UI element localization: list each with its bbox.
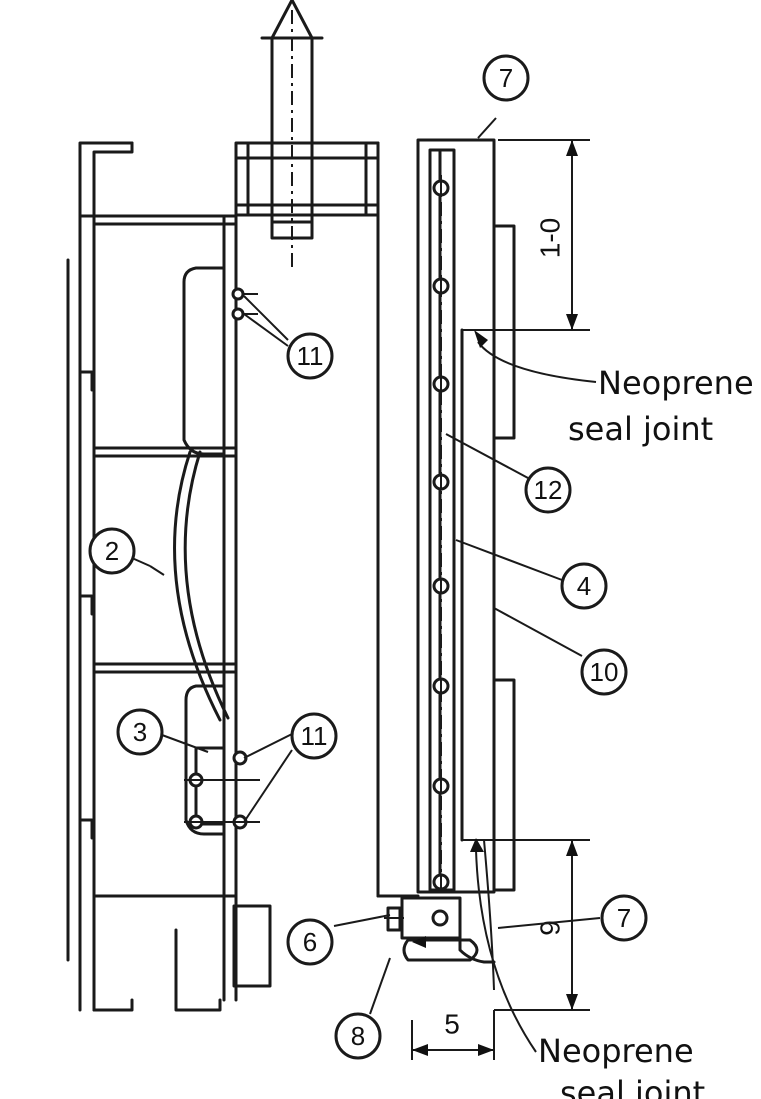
callout-3: 3	[116, 708, 164, 756]
callout-12: 12	[524, 466, 572, 514]
dimension-top-label: 1-0	[535, 218, 566, 258]
bolt	[432, 473, 450, 491]
callout-10-label: 10	[590, 657, 619, 687]
callout-7-top-label: 7	[499, 63, 513, 93]
callout-7-bottom-label: 7	[617, 903, 631, 933]
top-housing	[234, 141, 380, 217]
bolt	[432, 873, 450, 891]
bolt	[432, 777, 450, 795]
callout-7-bottom: 7	[600, 894, 648, 942]
bolt	[432, 577, 450, 595]
callout-8-label: 8	[351, 1021, 365, 1051]
callout-7-top: 7	[482, 54, 530, 102]
bolt	[432, 677, 450, 695]
upper-bracket	[182, 266, 258, 456]
callout-2-label: 2	[105, 536, 119, 566]
callout-10: 10	[580, 648, 628, 696]
web-plate	[222, 214, 238, 1002]
callout-11-top: 11	[286, 332, 334, 380]
seal-bolts	[432, 179, 450, 891]
bolt	[432, 179, 450, 197]
dimension-bottom	[462, 839, 590, 1011]
neoprene-top-line1: Neoprene	[598, 364, 754, 402]
bottom-seal	[384, 839, 496, 991]
cable	[173, 450, 230, 722]
callout-4-label: 4	[577, 571, 591, 601]
callout-2: 2	[88, 527, 136, 575]
left-frame	[66, 141, 272, 1012]
dimension-top	[462, 139, 590, 331]
neoprene-bottom-line1: Neoprene	[538, 1032, 694, 1070]
bolt	[432, 277, 450, 295]
callout-3-label: 3	[133, 717, 147, 747]
neoprene-top-line2: seal joint	[568, 410, 713, 448]
callout-12-label: 12	[534, 475, 563, 505]
dimension-horizontal	[411, 1010, 495, 1060]
lifting-pin	[260, 0, 324, 270]
callout-11-bottom-label: 11	[301, 721, 328, 751]
bolt	[432, 375, 450, 393]
neoprene-bottom-line2: seal joint	[560, 1074, 705, 1099]
callout-6-label: 6	[303, 927, 317, 957]
callout-11-top-label: 11	[297, 341, 324, 371]
leaders	[131, 117, 601, 1053]
callout-4: 4	[560, 562, 608, 610]
dimension-horizontal-label: 5	[444, 1009, 460, 1040]
callout-6: 6	[286, 918, 334, 966]
callout-8: 8	[334, 1012, 382, 1060]
callout-11-bottom: 11	[290, 712, 338, 760]
